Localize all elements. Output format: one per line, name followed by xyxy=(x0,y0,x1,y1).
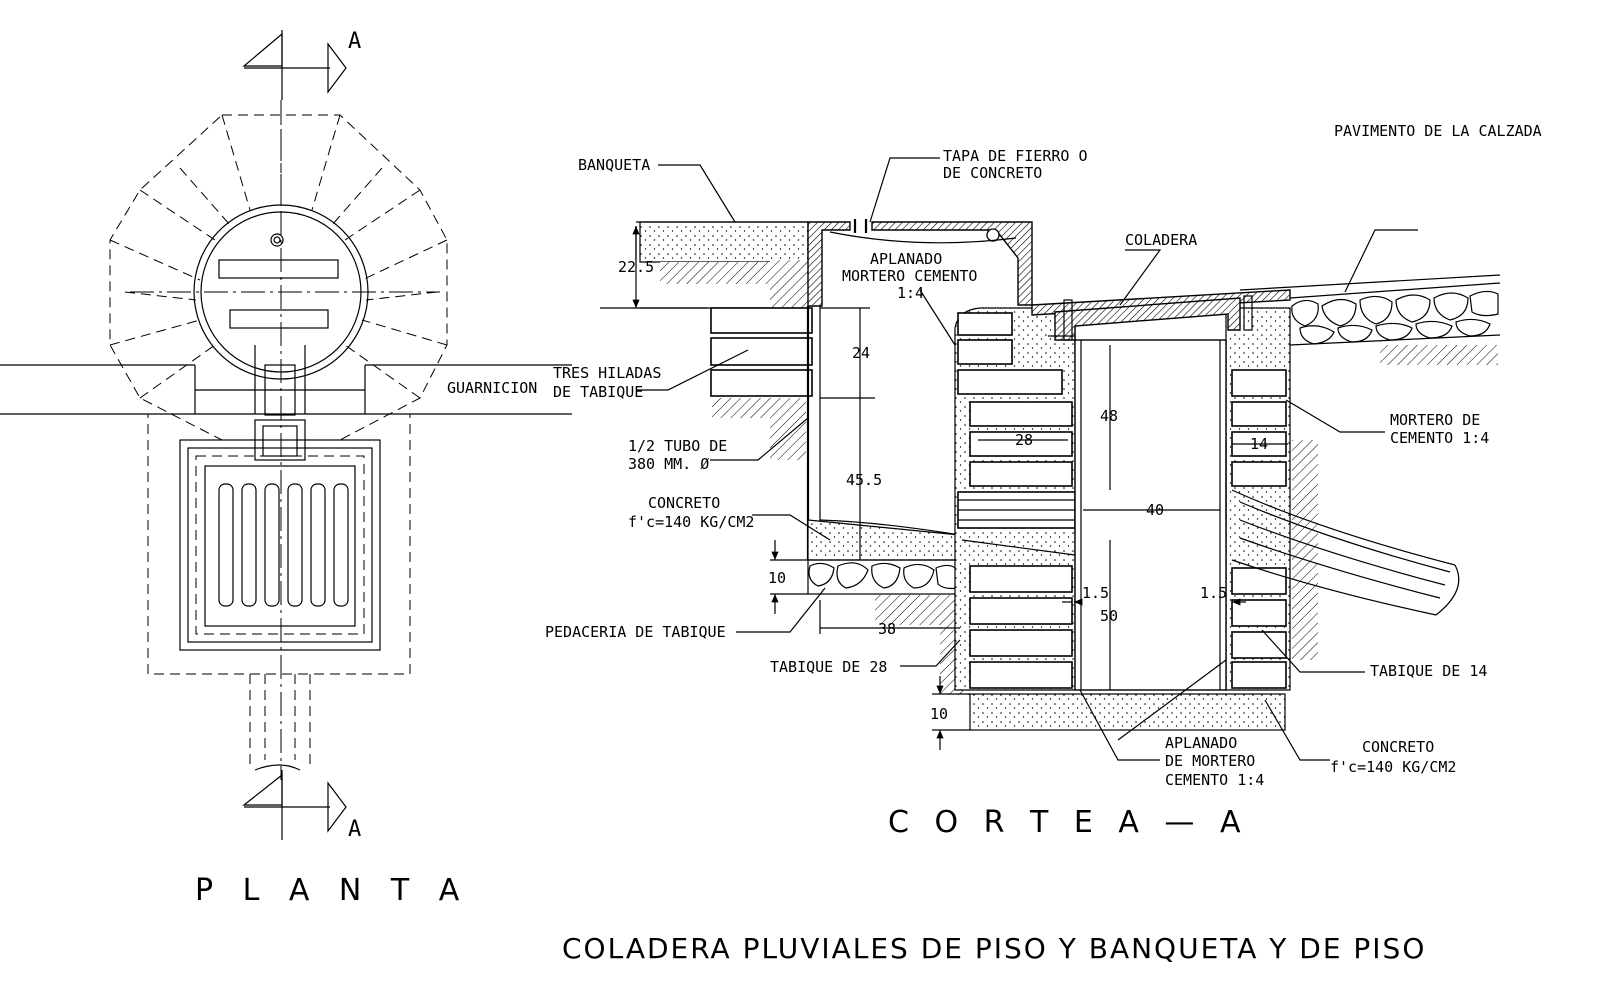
label-pavimento: PAVIMENTO DE LA CALZADA xyxy=(1334,122,1542,140)
section-mark-bottom: A xyxy=(348,817,361,842)
grate-frame xyxy=(204,465,356,627)
label-aplanado-bot-2: DE MORTERO xyxy=(1165,752,1255,770)
dim-1-5-b: 1.5 xyxy=(1200,584,1227,602)
label-tres-hiladas-1: TRES HILADAS xyxy=(553,364,661,382)
pavement-stones xyxy=(1291,290,1499,345)
outlet-pipe xyxy=(249,674,311,770)
label-coladera: COLADERA xyxy=(1125,231,1197,249)
label-mortero-1: MORTERO DE xyxy=(1390,411,1480,429)
dim-45-5: 45.5 xyxy=(846,471,882,489)
label-tabique-28: TABIQUE DE 28 xyxy=(770,658,887,676)
drawing-title: COLADERA PLUVIALES DE PISO Y BANQUETA Y … xyxy=(562,932,1426,965)
dimension-lines xyxy=(600,226,1288,750)
plan-view: A xyxy=(0,29,572,908)
leader-lines xyxy=(636,157,1418,761)
dim-40: 40 xyxy=(1146,501,1164,519)
outlet-pipe-section xyxy=(1231,489,1460,616)
label-aplanado-top-3: 1:4 xyxy=(897,284,924,302)
grate-dashed-outline xyxy=(147,413,411,675)
chamber-left-bricks xyxy=(957,312,1076,689)
section-mark-top: A xyxy=(348,29,361,54)
grate-slab xyxy=(1054,297,1241,341)
label-pedaceria: PEDACERIA DE TABIQUE xyxy=(545,623,726,641)
dim-14: 14 xyxy=(1250,435,1268,453)
bottom-concrete-slab xyxy=(969,693,1286,731)
dim-50: 50 xyxy=(1100,607,1118,625)
label-aplanado-bot-3: CEMENTO 1:4 xyxy=(1165,771,1264,789)
label-aplanado-top-2: MORTERO CEMENTO xyxy=(842,267,977,285)
label-guarnicion: GUARNICION xyxy=(447,379,537,397)
lock-bolt-icon xyxy=(270,233,284,247)
concrete-fill-left xyxy=(807,519,961,561)
dim-22-5: 22.5 xyxy=(618,258,654,276)
label-aplanado-bot-1: APLANADO xyxy=(1165,734,1237,752)
dim-28: 28 xyxy=(1015,431,1033,449)
label-tapa-2: DE CONCRETO xyxy=(943,164,1042,182)
section-arrow-bottom: A xyxy=(242,770,361,842)
label-concreto-b-2: f'c=140 KG/CM2 xyxy=(1330,758,1456,776)
dim-1-5-a: 1.5 xyxy=(1082,584,1109,602)
label-tabique-14: TABIQUE DE 14 xyxy=(1370,662,1487,680)
label-tubo-1: 1/2 TUBO DE xyxy=(628,437,727,455)
plan-title: P L A N T A xyxy=(195,873,469,908)
label-concreto-2: f'c=140 KG/CM2 xyxy=(628,513,754,531)
lid-frame-right xyxy=(871,221,1033,306)
chamber-interior xyxy=(1074,339,1227,691)
dim-38: 38 xyxy=(878,620,896,638)
dim-10-a: 10 xyxy=(768,569,786,587)
grate-bars xyxy=(218,483,349,607)
section-view: BANQUETA TAPA DE FIERRO O DE CONCRETO AP… xyxy=(447,122,1542,840)
left-wall-bricks xyxy=(710,307,813,397)
section-title: C O R T E A — A xyxy=(888,805,1248,840)
dim-48: 48 xyxy=(1100,407,1118,425)
dim-10-b: 10 xyxy=(930,705,948,723)
label-concreto-1: CONCRETO xyxy=(648,494,720,512)
section-arrow-top: A xyxy=(242,29,361,100)
label-aplanado-top-1: APLANADO xyxy=(870,250,942,268)
label-banqueta: BANQUETA xyxy=(578,156,650,174)
label-tres-hiladas-2: DE TABIQUE xyxy=(553,383,643,401)
label-mortero-2: CEMENTO 1:4 xyxy=(1390,429,1489,447)
label-tubo-2: 380 MM. Ø xyxy=(628,455,709,473)
sidewalk-slab xyxy=(639,221,809,263)
label-concreto-b-1: CONCRETO xyxy=(1362,738,1434,756)
dim-24: 24 xyxy=(852,344,870,362)
label-tapa-1: TAPA DE FIERRO O xyxy=(943,147,1088,165)
